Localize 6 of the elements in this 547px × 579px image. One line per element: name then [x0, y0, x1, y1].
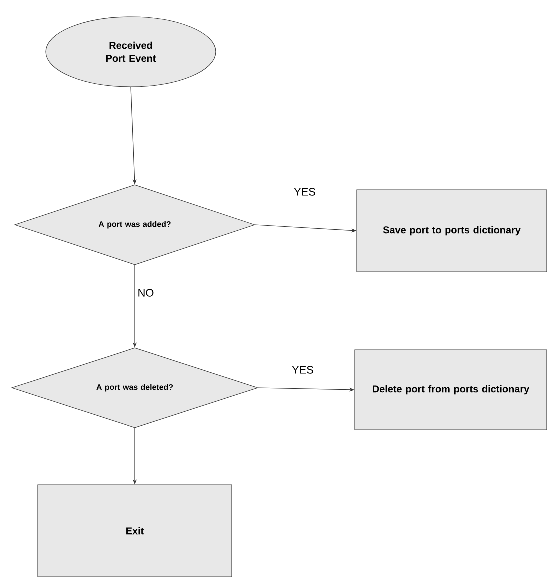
- edge-label: NO: [136, 288, 156, 298]
- edge-label: YES: [293, 187, 317, 197]
- process-box: Exit: [38, 484, 232, 578]
- edge-label: YES: [291, 365, 315, 375]
- process-box: Save port to ports dictionary: [356, 190, 547, 272]
- process-box: Delete port from ports dictionary: [354, 350, 547, 430]
